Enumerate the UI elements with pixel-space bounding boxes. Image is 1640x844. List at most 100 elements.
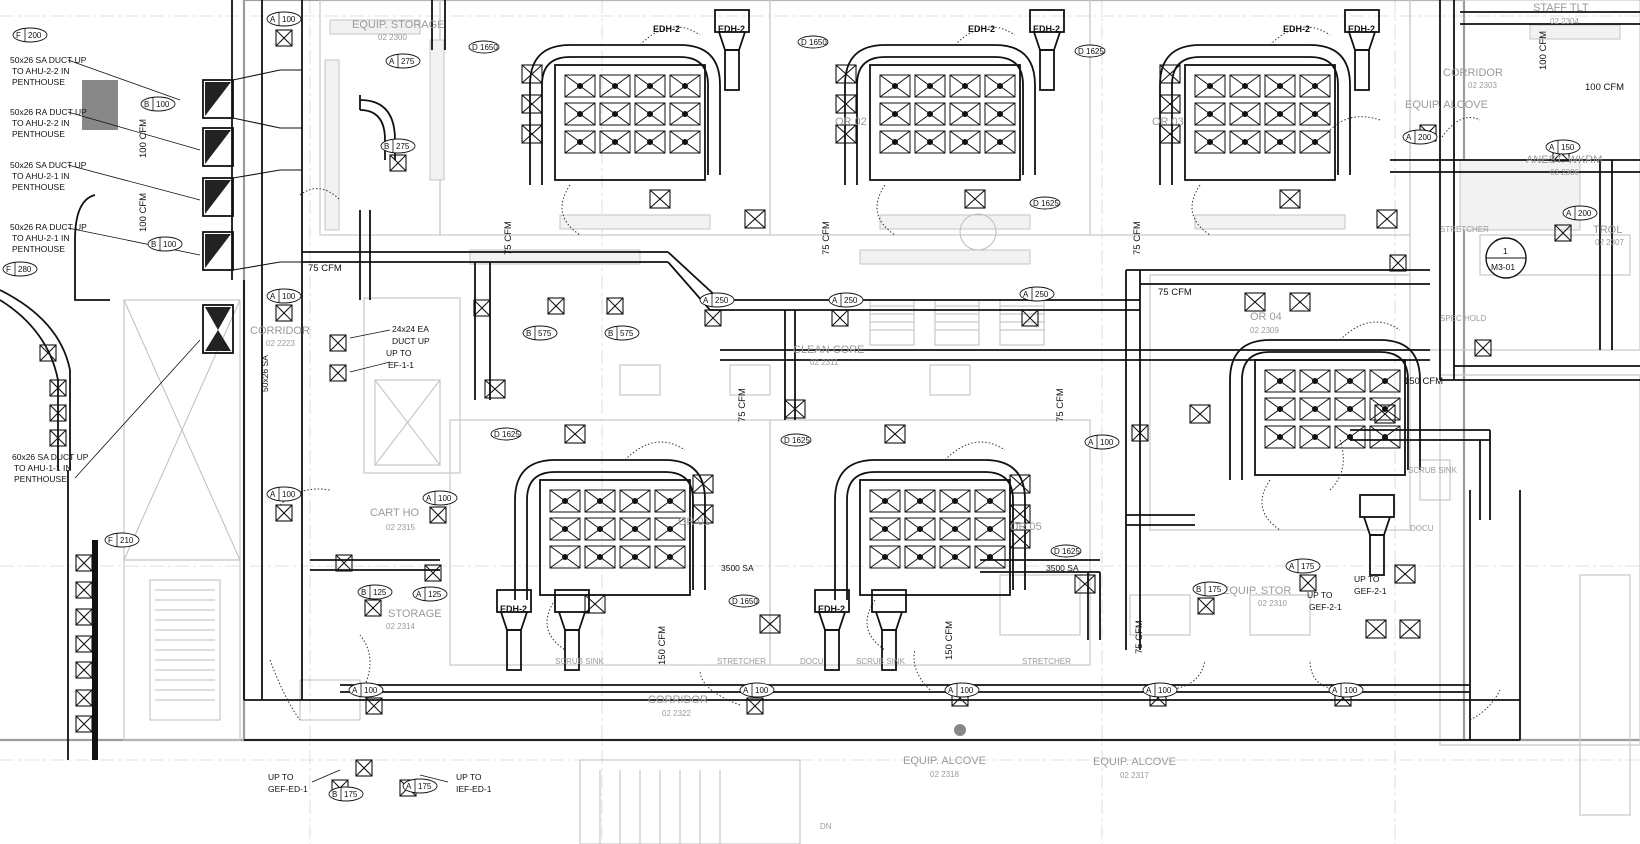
note-line: 50x26 RA DUCT UP	[10, 222, 87, 232]
tag-cfm: 175	[1208, 585, 1222, 594]
damper-tag: D 1625	[1050, 544, 1082, 558]
note-line: 50x26 RA DUCT UP	[10, 107, 87, 117]
note-line: 50x26 SA	[260, 355, 270, 392]
note-line: TO AHU-2-2 IN	[12, 66, 69, 76]
room-name: DOCU	[1410, 524, 1434, 533]
room-name: EQUIP. STORAGE	[352, 19, 445, 31]
note-line: TO AHU-2-1 IN	[12, 171, 69, 181]
section-number: 1	[1503, 246, 1508, 256]
room-name: STORAGE	[388, 608, 442, 620]
room-name: CORRIDOR	[1443, 67, 1503, 79]
note-line: PENTHOUSE	[12, 244, 65, 254]
tag-cfm: 100	[1344, 686, 1358, 695]
tag-cfm: 100	[156, 100, 170, 109]
note-line: EF-1-1	[388, 360, 414, 370]
note-line: UP TO	[456, 772, 482, 782]
cfm-label: 150 CFM	[944, 621, 955, 660]
damper-tag-text: D 1650	[732, 597, 758, 606]
or-03-air-system	[1159, 9, 1380, 236]
equipment-tag: EDH-2	[1033, 24, 1060, 34]
damper-tag: D 1625	[1029, 196, 1061, 210]
equipment-tag: EDH-2	[1283, 24, 1310, 34]
equipment-tag: EDH-2	[500, 604, 527, 614]
damper-tag: D 1650	[468, 40, 500, 54]
damper-tag: D 1650	[797, 35, 829, 49]
cfm-label: 75 CFM	[308, 263, 342, 274]
tag-cfm: 125	[373, 588, 387, 597]
tag-cfm: 575	[620, 329, 634, 338]
tag-cfm: 100	[282, 292, 296, 301]
cfm-label: 75 CFM	[1158, 287, 1192, 298]
room-name: SCRUB SINK	[555, 657, 605, 666]
left-exhaust-risers	[0, 80, 118, 760]
note-line: UP TO	[1307, 590, 1333, 600]
section-sheet: M3-01	[1491, 262, 1515, 272]
cfm-label: 100 CFM	[1585, 82, 1624, 93]
tag-type: A	[703, 296, 709, 305]
damper-tag-text: D 1650	[472, 43, 498, 52]
note-line: TO AHU-1-1 IN	[14, 463, 71, 473]
cfm-label: 75 CFM	[1132, 221, 1143, 255]
note-line: GEF-2-1	[1309, 602, 1342, 612]
cfm-label: 100 CFM	[1538, 31, 1549, 70]
tag-type: A	[1289, 562, 1295, 571]
stair	[149, 579, 801, 844]
room-name: OR 02	[835, 116, 867, 128]
room-number: 02 2300	[378, 33, 407, 42]
tag-cfm: 100	[438, 494, 452, 503]
tag-cfm: 100	[960, 686, 974, 695]
ductwork	[202, 0, 1640, 741]
equipment-tag: EDH-2	[818, 604, 845, 614]
damper-tag-text: D 1650	[801, 38, 827, 47]
note-line: UP TO	[268, 772, 294, 782]
tag-cfm: 200	[1418, 133, 1432, 142]
damper-tag: D 1650	[728, 594, 760, 608]
cfm-label: 75 CFM	[1055, 388, 1066, 422]
tag-type: B	[151, 240, 156, 249]
tag-type: A	[389, 57, 395, 66]
tag-cfm: 150	[1561, 143, 1575, 152]
room-name: DN	[820, 822, 832, 831]
room-name: STRETCHER	[717, 657, 766, 666]
note-line: PENTHOUSE	[12, 77, 65, 87]
damper-tag-text: D 1625	[494, 430, 520, 439]
room-number: 02 2304	[1550, 17, 1579, 26]
damper-tag-text: D 1625	[1033, 199, 1059, 208]
tag-cfm: 100	[755, 686, 769, 695]
note-line: TO AHU-2-1 IN	[12, 233, 69, 243]
cfm-label: 75 CFM	[1134, 620, 1145, 654]
or-04-air-system	[1229, 321, 1421, 576]
room-name: EQUIP. ALCOVE	[1405, 99, 1488, 111]
tag-cfm: 100	[282, 490, 296, 499]
damper-tag-text: D 1625	[1078, 47, 1104, 56]
note-line: PENTHOUSE	[12, 129, 65, 139]
room-number: 02 2307	[1595, 238, 1624, 247]
equipment-tag: EDH-2	[653, 24, 680, 34]
tag-type: F	[108, 536, 113, 545]
tag-type: B	[526, 329, 531, 338]
or-01-air-system	[529, 9, 750, 236]
damper-tag: D 1625	[780, 433, 812, 447]
damper-tag: D 1625	[490, 427, 522, 441]
leader-lines	[67, 59, 449, 783]
room-name: OR 03	[1152, 116, 1184, 128]
damper-tag-text: D 1625	[1054, 547, 1080, 556]
room-number: 02 2306	[1550, 168, 1579, 177]
note-line: PENTHOUSE	[12, 182, 65, 192]
room-name: EQUIP. ALCOVE	[1093, 756, 1176, 768]
tag-type: A	[270, 292, 276, 301]
room-number: 02 2311	[810, 358, 839, 367]
